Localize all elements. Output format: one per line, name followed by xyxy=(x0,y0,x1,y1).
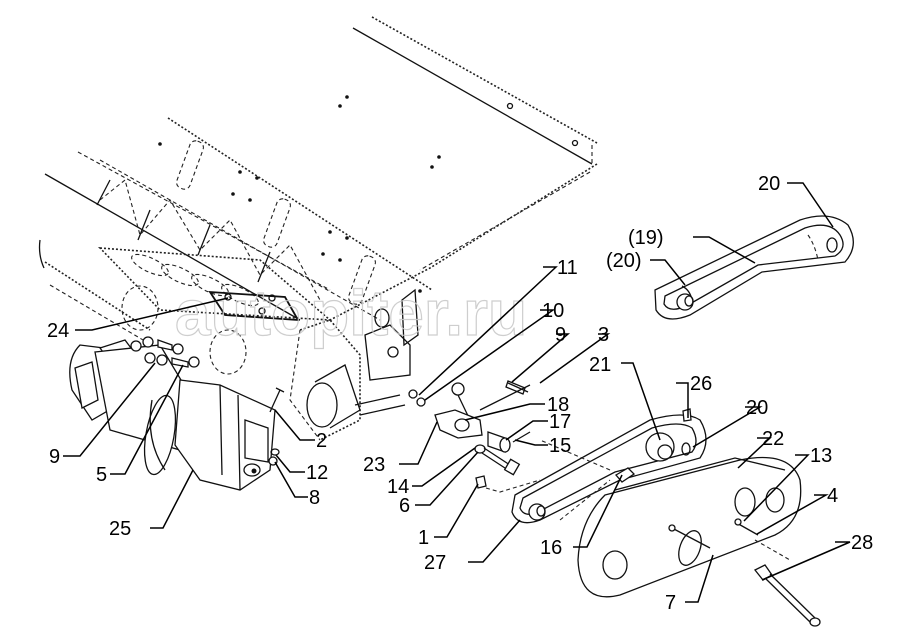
leader-lines xyxy=(63,182,851,603)
callout-4: 4 xyxy=(827,485,838,507)
callout-9-right: 9 xyxy=(555,324,566,346)
callout-24: 24 xyxy=(47,320,69,342)
callout-25: 25 xyxy=(109,518,131,540)
callout-19: (19) xyxy=(628,227,664,249)
callout-10: 10 xyxy=(542,300,564,322)
callout-9-left: 9 xyxy=(49,446,60,468)
callout-20-lower: 20 xyxy=(746,397,768,419)
callout-16: 16 xyxy=(540,537,562,559)
callout-27: 27 xyxy=(424,552,446,574)
tensioner-parts xyxy=(408,380,541,493)
drive-motor xyxy=(69,336,285,491)
callout-15: 15 xyxy=(549,435,571,457)
callout-6: 6 xyxy=(399,495,410,517)
callout-12: 12 xyxy=(306,462,328,484)
callout-20-paren: (20) xyxy=(606,250,642,272)
callout-3: 3 xyxy=(598,324,609,346)
callout-labels: 20 (19) (20) 11 10 9 3 21 26 20 22 13 4 … xyxy=(47,173,873,614)
callout-22: 22 xyxy=(762,428,784,450)
callout-21: 21 xyxy=(589,354,611,376)
chain-upper xyxy=(654,215,854,320)
callout-17: 17 xyxy=(549,411,571,433)
chain-guard xyxy=(577,456,821,627)
watermark: autopiter.ru xyxy=(175,277,527,349)
callout-2: 2 xyxy=(316,430,327,452)
callout-7: 7 xyxy=(665,592,676,614)
callout-8: 8 xyxy=(309,487,320,509)
machine-frame xyxy=(38,16,598,441)
callout-28: 28 xyxy=(851,532,873,554)
callout-20-top: 20 xyxy=(758,173,780,195)
callout-13: 13 xyxy=(810,445,832,467)
callout-11: 11 xyxy=(557,257,578,279)
callout-5: 5 xyxy=(96,464,107,486)
callout-14: 14 xyxy=(387,476,409,498)
chain-lower xyxy=(511,408,707,524)
callout-18: 18 xyxy=(547,394,569,416)
callout-26: 26 xyxy=(690,373,712,395)
callout-1: 1 xyxy=(418,527,429,549)
callout-23: 23 xyxy=(363,454,385,476)
